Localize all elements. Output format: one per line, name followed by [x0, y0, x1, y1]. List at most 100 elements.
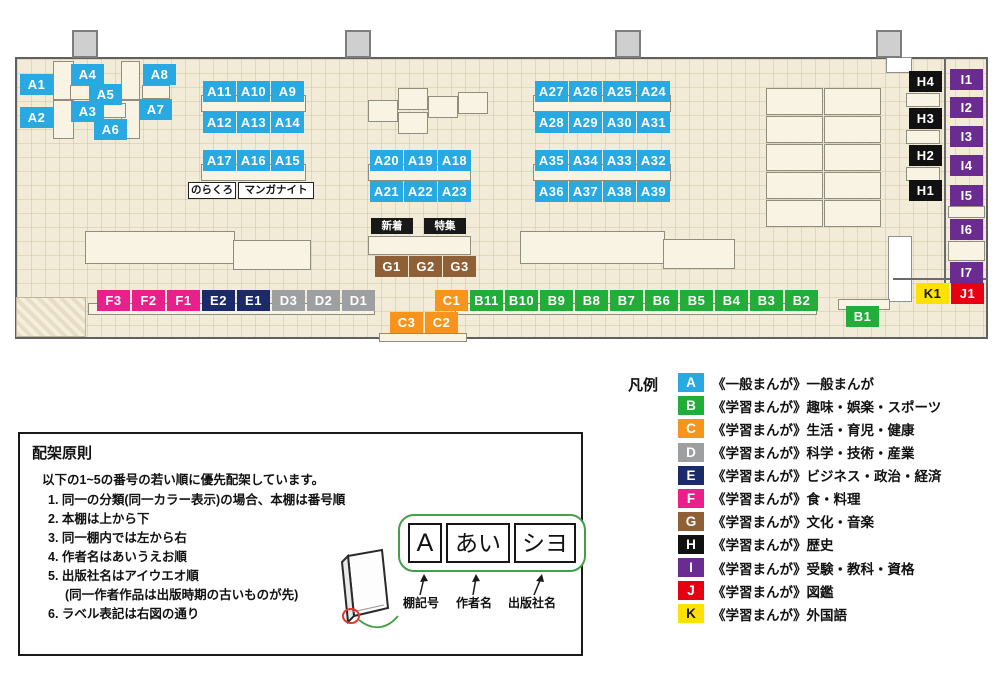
pillar [876, 30, 902, 58]
bookshelf [766, 116, 823, 143]
bookshelf [142, 85, 170, 99]
bookshelf [368, 236, 471, 255]
legend-color-swatch-G: G [678, 511, 704, 531]
shelf-A30: A30 [603, 112, 636, 133]
shelf-A15: A15 [271, 150, 304, 171]
bookshelf [766, 144, 823, 171]
shelf-H3: H3 [909, 108, 942, 129]
shelf-I5: I5 [950, 185, 983, 206]
label-example: A あい シヨ [398, 514, 586, 572]
legend-item-C: C 《学習まんが》生活・育児・健康 [678, 419, 942, 439]
shelf-A27: A27 [535, 81, 568, 102]
legend-item-label: 《学習まんが》生活・育児・健康 [712, 422, 915, 438]
legend-item-I: I 《学習まんが》受験・教科・資格 [678, 558, 942, 578]
principles-intro: 以下の1~5の番号の若い順に優先配架しています。 [42, 473, 325, 487]
bookshelf [906, 93, 940, 107]
shelf-H2: H2 [909, 145, 942, 166]
principles-item-2: 2. 本棚は上から下 [48, 512, 150, 526]
shelf-E2: E2 [202, 290, 235, 311]
shelf-G2: G2 [409, 256, 442, 277]
bookshelf [906, 130, 940, 144]
legend-item-label: 《学習まんが》文化・音楽 [712, 515, 874, 531]
principles-item-5-note: (同一作者作品は出版時期の古いものが先) [65, 588, 299, 602]
principles-item-6: 6. ラベル表記は右図の通り [48, 607, 200, 621]
shelf-C2: C2 [425, 312, 458, 333]
shelf-A36: A36 [535, 181, 568, 202]
book-sketch-icon [340, 548, 399, 629]
label-author-cell: あい [446, 523, 510, 563]
legend-color-swatch-D: D [678, 442, 704, 462]
shelf-B7: B7 [610, 290, 643, 311]
shelf-F3: F3 [97, 290, 130, 311]
legend-color-swatch-H: H [678, 534, 704, 554]
legend-color-swatch-K: K [678, 604, 704, 624]
bookshelf [824, 200, 881, 227]
bookshelf [766, 172, 823, 199]
shelf-A24: A24 [637, 81, 670, 102]
legend-item-E: E 《学習まんが》ビジネス・政治・経済 [678, 465, 942, 485]
label-feature: 特集 [424, 218, 466, 234]
shelf-A37: A37 [569, 181, 602, 202]
shelf-B6: B6 [645, 290, 678, 311]
shelf-B1: B1 [846, 306, 879, 327]
shelf-A25: A25 [603, 81, 636, 102]
legend-item-D: D 《学習まんが》科学・技術・産業 [678, 442, 942, 462]
shelf-A3: A3 [71, 101, 104, 122]
shelf-I1: I1 [950, 69, 983, 90]
shelf-B11: B11 [470, 290, 503, 311]
shelf-A9: A9 [271, 81, 304, 102]
caption-author-name: 作者名 [456, 596, 493, 610]
legend-color-swatch-I: I [678, 558, 704, 577]
legend-item-label: 《学習まんが》食・料理 [712, 492, 861, 508]
shelf-D2: D2 [307, 290, 340, 311]
shelf-A19: A19 [404, 150, 437, 171]
principles-item-3: 3. 同一棚内では左から右 [48, 531, 187, 545]
shelf-A4: A4 [71, 64, 104, 85]
shelf-A20: A20 [370, 150, 403, 171]
shelf-C3: C3 [390, 312, 423, 333]
shelf-A33: A33 [603, 150, 636, 171]
legend-item-label: 《学習まんが》科学・技術・産業 [712, 446, 915, 462]
shelf-A10: A10 [237, 81, 270, 102]
shelf-A29: A29 [569, 112, 602, 133]
label-publisher-cell: シヨ [514, 523, 576, 563]
legend-item-label: 《学習まんが》外国語 [712, 607, 847, 623]
shelf-A6: A6 [94, 119, 127, 140]
shelf-J1: J1 [951, 283, 984, 304]
legend-color-swatch-B: B [678, 396, 704, 416]
shelf-A31: A31 [637, 112, 670, 133]
shelf-B3: B3 [750, 290, 783, 311]
legend-color-swatch-A: A [678, 373, 704, 393]
shelf-A2: A2 [20, 107, 53, 128]
shelf-B8: B8 [575, 290, 608, 311]
legend-color-swatch-F: F [678, 488, 704, 508]
hatched-floor-area [16, 297, 86, 337]
shelf-B2: B2 [785, 290, 818, 311]
shelf-I4: I4 [950, 155, 983, 176]
interior-wall [944, 57, 946, 283]
shelf-H1: H1 [909, 180, 942, 201]
shelf-B5: B5 [680, 290, 713, 311]
label-new-arrivals: 新着 [371, 218, 413, 234]
bookshelf [368, 100, 398, 122]
label-arrows [419, 574, 544, 596]
shelf-I7: I7 [950, 262, 983, 283]
shelf-A23: A23 [438, 181, 471, 202]
bookshelf [663, 239, 735, 269]
legend-item-H: H 《学習まんが》歴史 [678, 534, 942, 555]
legend-item-J: J 《学習まんが》図鑑 [678, 581, 942, 601]
shelf-A32: A32 [637, 150, 670, 171]
shelf-C1: C1 [435, 290, 468, 311]
legend-item-B: B 《学習まんが》趣味・娯楽・スポーツ [678, 396, 942, 416]
bookshelf [824, 144, 881, 171]
shelf-G1: G1 [375, 256, 408, 277]
shelf-I2: I2 [950, 97, 983, 118]
bookshelf [948, 241, 985, 261]
bookshelf [906, 167, 940, 181]
shelf-G3: G3 [443, 256, 476, 277]
shelf-A7: A7 [139, 99, 172, 120]
shelf-A17: A17 [203, 150, 236, 171]
shelf-A34: A34 [569, 150, 602, 171]
legend-rows: A 《一般まんが》一般まんが B 《学習まんが》趣味・娯楽・スポーツ C 《学習… [678, 373, 942, 624]
shelf-A1: A1 [20, 74, 53, 95]
